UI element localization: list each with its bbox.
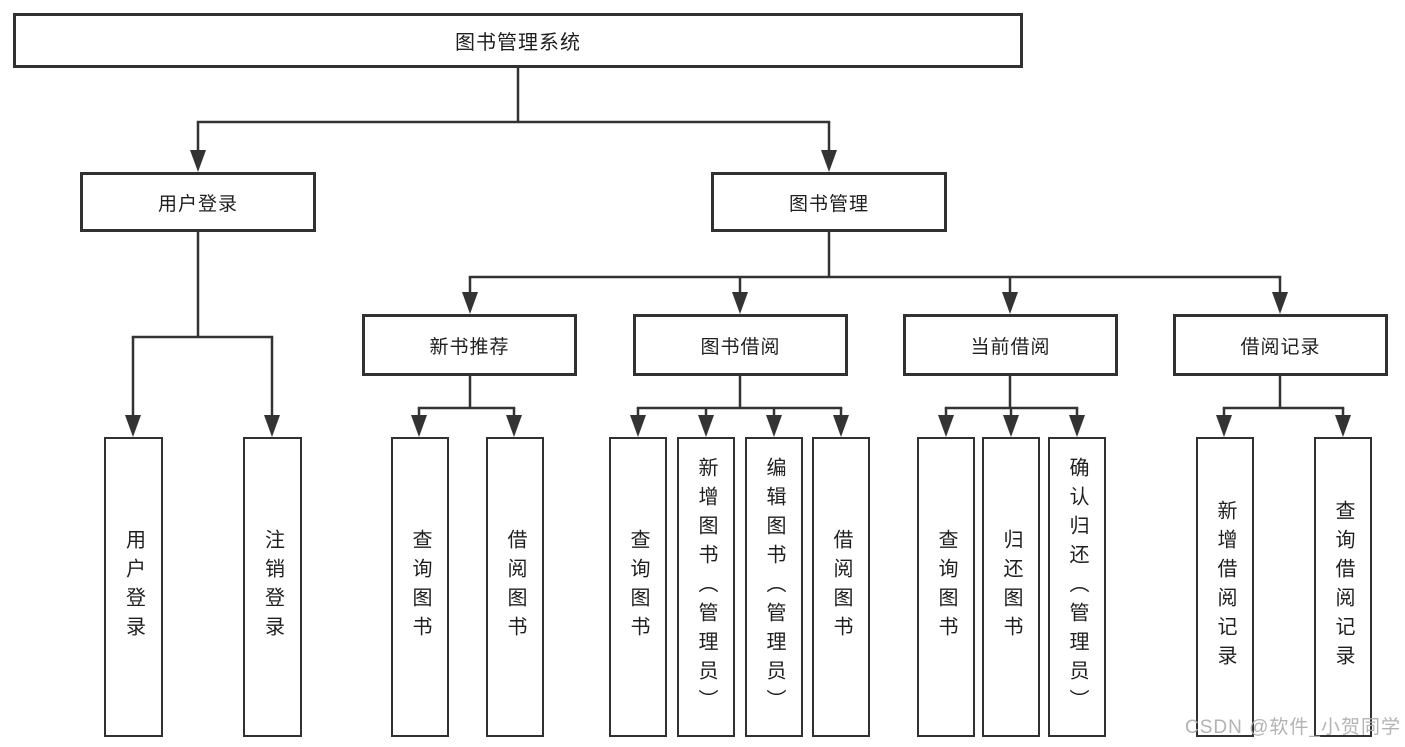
arrow-head bbox=[630, 415, 646, 437]
node-label: 用户登录 bbox=[157, 193, 238, 215]
arrow-head bbox=[506, 415, 522, 437]
node-label: 归还图书 bbox=[1000, 529, 1022, 645]
node-label: 查询图书 bbox=[935, 529, 957, 645]
node-new-book-recommend: 新书推荐 bbox=[362, 314, 577, 376]
node-label: 确认归还（管理员） bbox=[1066, 456, 1088, 718]
node-book-management: 图书管理 bbox=[711, 172, 947, 232]
arrow-head bbox=[125, 415, 141, 437]
leaf-borrow-query-books: 查询图书 bbox=[609, 437, 667, 737]
node-label: 注销登录 bbox=[261, 529, 284, 645]
arrow-head bbox=[411, 415, 427, 437]
leaf-current-confirm-return-admin: 确认归还（管理员） bbox=[1048, 437, 1106, 737]
node-label: 编辑图书（管理员） bbox=[763, 456, 785, 718]
node-label: 新增借阅记录 bbox=[1214, 500, 1236, 674]
edges-current-borrow bbox=[938, 376, 1085, 437]
arrow-head bbox=[698, 415, 714, 437]
leaf-user-login: 用户登录 bbox=[104, 437, 163, 737]
edges-borrow-records bbox=[1216, 376, 1351, 437]
leaf-newbooks-query-books: 查询图书 bbox=[391, 437, 449, 737]
node-label: 图书管理 bbox=[788, 193, 869, 215]
arrow-head bbox=[264, 415, 280, 437]
csdn-watermark: CSDN @软件_小贺同学 bbox=[1185, 717, 1401, 738]
node-label: 用户登录 bbox=[122, 529, 145, 645]
leaf-borrow-edit-books-admin: 编辑图书（管理员） bbox=[745, 437, 803, 737]
leaf-borrow-add-books-admin: 新增图书（管理员） bbox=[677, 437, 735, 737]
leaf-current-return-books: 归还图书 bbox=[982, 437, 1040, 737]
edges-root bbox=[190, 66, 837, 172]
edges-book-mgmt bbox=[462, 232, 1288, 314]
node-label: 借阅记录 bbox=[1240, 336, 1321, 358]
arrow-head bbox=[1272, 292, 1288, 314]
node-label: 新增图书（管理员） bbox=[695, 456, 717, 718]
node-borrowing-records: 借阅记录 bbox=[1173, 314, 1388, 376]
arrow-head bbox=[1069, 415, 1085, 437]
node-label: 图书管理系统 bbox=[455, 32, 581, 54]
leaf-newbooks-borrow-books: 借阅图书 bbox=[486, 437, 544, 737]
node-book-borrowing: 图书借阅 bbox=[633, 314, 848, 376]
node-label: 新书推荐 bbox=[429, 336, 510, 358]
leaf-records-add-record: 新增借阅记录 bbox=[1196, 437, 1254, 737]
node-label: 查询图书 bbox=[409, 529, 431, 645]
node-label: 图书借阅 bbox=[700, 336, 781, 358]
arrow-head bbox=[1002, 292, 1018, 314]
arrow-head bbox=[833, 415, 849, 437]
edges-user-login bbox=[125, 232, 280, 437]
arrow-head bbox=[732, 292, 748, 314]
node-current-borrowing: 当前借阅 bbox=[903, 314, 1118, 376]
leaf-records-query-record: 查询借阅记录 bbox=[1314, 437, 1372, 737]
arrow-head bbox=[766, 415, 782, 437]
arrow-head bbox=[821, 150, 837, 172]
node-label: 查询借阅记录 bbox=[1332, 500, 1354, 674]
node-label: 查询图书 bbox=[627, 529, 649, 645]
leaf-logout: 注销登录 bbox=[243, 437, 302, 737]
node-label: 借阅图书 bbox=[504, 529, 526, 645]
node-label: 借阅图书 bbox=[830, 529, 852, 645]
node-library-management-system: 图书管理系统 bbox=[13, 13, 1023, 68]
edges-new-books bbox=[411, 376, 522, 437]
arrow-head bbox=[190, 150, 206, 172]
arrow-head bbox=[938, 415, 954, 437]
arrow-head bbox=[1003, 415, 1019, 437]
node-user-login: 用户登录 bbox=[80, 172, 316, 232]
arrow-head bbox=[1335, 415, 1351, 437]
edges-book-borrow bbox=[630, 376, 849, 437]
arrow-head bbox=[1216, 415, 1232, 437]
node-label: 当前借阅 bbox=[970, 336, 1051, 358]
leaf-current-query-books: 查询图书 bbox=[917, 437, 975, 737]
arrow-head bbox=[462, 292, 478, 314]
leaf-borrow-borrow-books: 借阅图书 bbox=[812, 437, 870, 737]
